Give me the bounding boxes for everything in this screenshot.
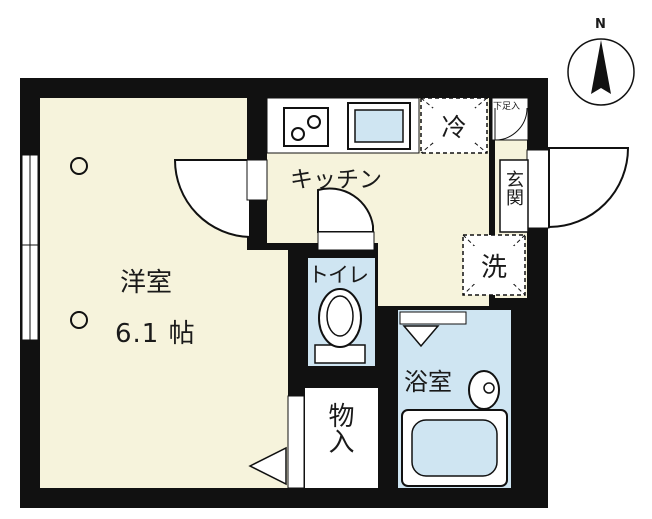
entrance-box: [499, 159, 529, 233]
burner: [307, 115, 321, 129]
toilet-name: トイレ: [308, 263, 369, 287]
door-swing-room: [173, 159, 251, 239]
burner: [291, 127, 305, 141]
door-swing-toilet: [317, 187, 374, 233]
western-room-size: 6.1 帖: [115, 319, 196, 349]
storage-floor: [305, 388, 378, 488]
storage-door-marker: [248, 446, 287, 486]
bathtub-inner: [411, 419, 498, 477]
stove: [283, 107, 329, 147]
outlet-marker: [70, 157, 88, 175]
refrigerator-label: 冷: [441, 112, 467, 142]
shoe-rack-label: 下足入: [493, 102, 521, 112]
entrance-label: 玄関: [503, 170, 524, 206]
outlet-marker: [70, 311, 88, 329]
compass-north-label: N: [595, 17, 606, 32]
kitchen-name: キッチン: [290, 167, 382, 193]
compass-needle: [591, 40, 611, 94]
western-room-lower: [40, 250, 288, 488]
toilet-bowl: [318, 288, 362, 348]
western-room-name: 洋室: [120, 268, 173, 298]
sink-basin: [354, 109, 404, 143]
washer-label: 洗: [480, 252, 507, 283]
door-swing-entrance: [548, 147, 630, 229]
storage-door: [287, 395, 305, 489]
bath-door-marker: [402, 325, 440, 348]
bathroom-name: 浴室: [404, 368, 452, 396]
storage-name: 物入: [324, 402, 354, 454]
shoe-rack-box: [491, 97, 529, 141]
